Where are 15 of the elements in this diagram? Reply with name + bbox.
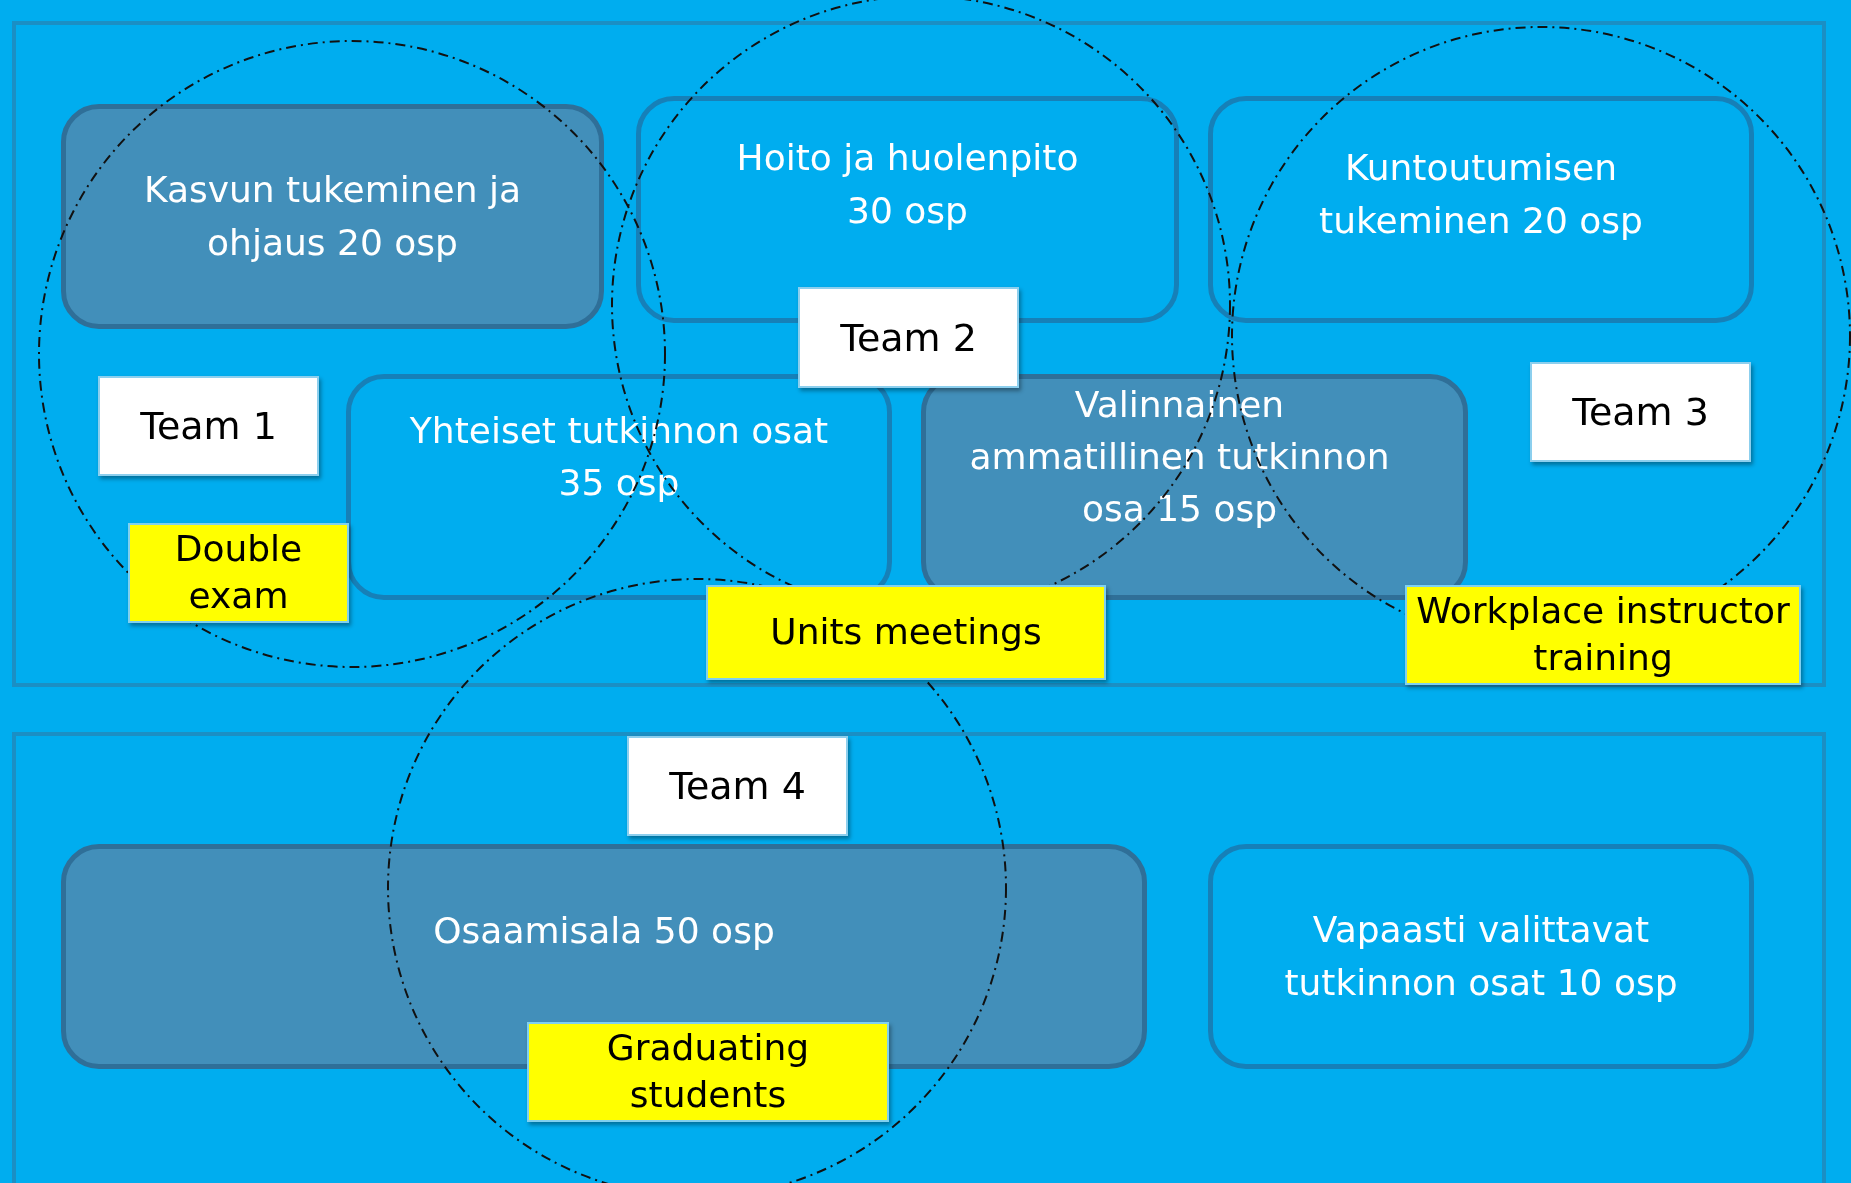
sticky-note: Workplace instructor training xyxy=(1405,585,1801,685)
sticky-note: Double exam xyxy=(128,523,349,623)
module-box: Vapaasti valittavat tutkinnon osat 10 osp xyxy=(1208,844,1754,1069)
team-label: Team 2 xyxy=(798,287,1019,388)
module-box: Kasvun tukeminen ja ohjaus 20 osp xyxy=(61,104,604,329)
module-box: Kuntoutumisen tukeminen 20 osp xyxy=(1208,96,1754,323)
team-label: Team 1 xyxy=(98,376,319,476)
module-box: Hoito ja huolenpito 30 osp xyxy=(636,96,1179,323)
sticky-note: Graduating students xyxy=(527,1022,889,1122)
panel-frame xyxy=(12,21,1826,687)
sticky-note: Units meetings xyxy=(706,585,1106,680)
team-label: Team 4 xyxy=(627,736,848,836)
panel-frame xyxy=(12,732,1826,1183)
team-label: Team 3 xyxy=(1530,362,1751,462)
module-box: Yhteiset tutkinnon osat 35 osp xyxy=(346,374,892,600)
